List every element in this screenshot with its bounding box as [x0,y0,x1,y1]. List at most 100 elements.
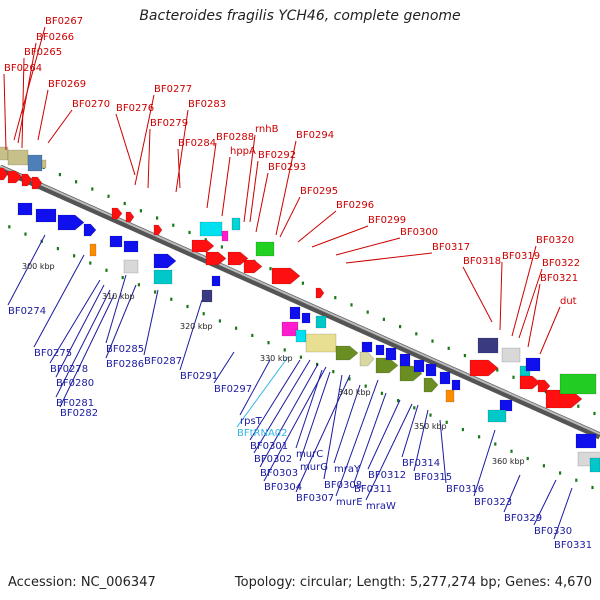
gene-feature-54 [501,347,521,363]
tick-mark [559,471,562,475]
gene-feature-60 [559,373,597,395]
gene-feature-34 [301,312,311,324]
tick-mark [172,223,175,227]
leader-line [413,409,429,472]
tick-mark [220,245,223,249]
gene-feature-57 [469,359,499,377]
tick-mark [494,442,497,446]
leader-line [55,284,105,378]
tick-mark [301,281,304,285]
bottom-gene-label: BF0302 [254,454,292,465]
tick-mark [91,187,94,191]
bottom-gene-label: BF0291 [180,371,218,382]
top-gene-label: BF0317 [432,242,470,253]
tick-mark [123,201,126,206]
tick-mark [170,297,173,301]
leader-line [323,374,343,480]
tick-mark [56,246,59,251]
leader-line [115,113,136,176]
gene-feature-1 [7,149,29,166]
tick-mark [267,341,270,345]
gene-feature-58 [519,375,541,390]
tick-mark [431,339,434,343]
bottom-gene-label: BF0275 [34,348,72,359]
bottom-gene-label: murC [296,449,323,460]
leader-line [105,274,127,344]
tick-mark [121,275,124,280]
tick-mark [89,261,92,265]
leader-line [259,363,319,468]
leader-line [367,399,401,470]
top-gene-label: BF0284 [178,138,216,149]
tick-mark [593,411,596,416]
gene-feature-43 [423,377,439,393]
leader-line [239,359,271,416]
top-gene-label: hppA [230,146,256,157]
leader-line [345,252,433,264]
accession-text: Accession: NC_006347 [8,575,156,590]
gene-feature-63 [487,409,507,423]
leader-line [49,279,101,364]
tick-mark [186,304,189,309]
tick-mark [461,427,464,432]
tick-mark [542,464,545,468]
top-gene-label: BF0296 [336,200,374,211]
top-gene-label: BF0277 [154,84,192,95]
gene-feature-33 [289,306,301,320]
bottom-gene-label: BF0312 [368,470,406,481]
gene-feature-51 [445,389,455,403]
top-gene-label: rnhB [255,124,279,135]
gene-feature-36 [281,321,299,337]
bottom-gene-label: BF0286 [106,359,144,370]
leader-line [17,42,37,144]
kbp-label: 300 kbp [22,262,55,271]
bottom-gene-label: BF0274 [8,306,46,317]
gene-feature-23 [231,217,241,231]
leader-line [365,403,413,501]
gene-feature-37 [295,329,307,343]
bottom-gene-label: BF0314 [402,458,440,469]
leader-line [335,379,379,497]
tick-mark [577,404,580,408]
gene-feature-16 [111,207,123,220]
gene-feature-52 [451,379,461,391]
bottom-gene-label: BF0323 [474,497,512,508]
gene-feature-9 [35,208,57,223]
gene-feature-30 [243,259,263,274]
genome-stats: Topology: circular; Length: 5,277,274 bp… [234,575,592,590]
gene-feature-4 [0,167,9,181]
tick-mark [544,390,547,394]
leader-line [518,268,543,339]
tick-mark [188,230,191,235]
gene-feature-48 [413,359,425,373]
kbp-label: 320 kbp [180,322,213,331]
leader-line [243,134,256,223]
gene-feature-31 [271,267,301,285]
top-gene-label: BF0320 [536,235,574,246]
gene-feature-22 [221,230,229,242]
tick-mark [75,180,78,184]
bottom-gene-label: murG [300,462,328,473]
kbp-label: 350 kbp [414,422,447,431]
leader-line [3,73,7,151]
gene-feature-2 [27,154,43,172]
top-gene-label: BF0270 [72,99,110,110]
tick-mark [575,478,578,482]
kbp-label: 310 kbp [102,292,135,301]
gene-feature-45 [375,344,385,356]
gene-feature-18 [153,224,163,236]
leader-line [249,160,259,223]
bottom-gene-label: BF0281 [56,398,94,409]
top-gene-label: BF0283 [188,99,226,110]
gene-feature-25 [205,251,227,266]
top-gene-label: BF0264 [4,63,42,74]
gene-feature-24 [191,239,215,253]
tick-mark [24,232,27,236]
leader-line [179,299,203,371]
gene-feature-5 [7,170,23,184]
bottom-gene-label: mraY [334,464,361,475]
tick-mark [512,375,515,379]
gene-feature-38 [305,333,337,353]
